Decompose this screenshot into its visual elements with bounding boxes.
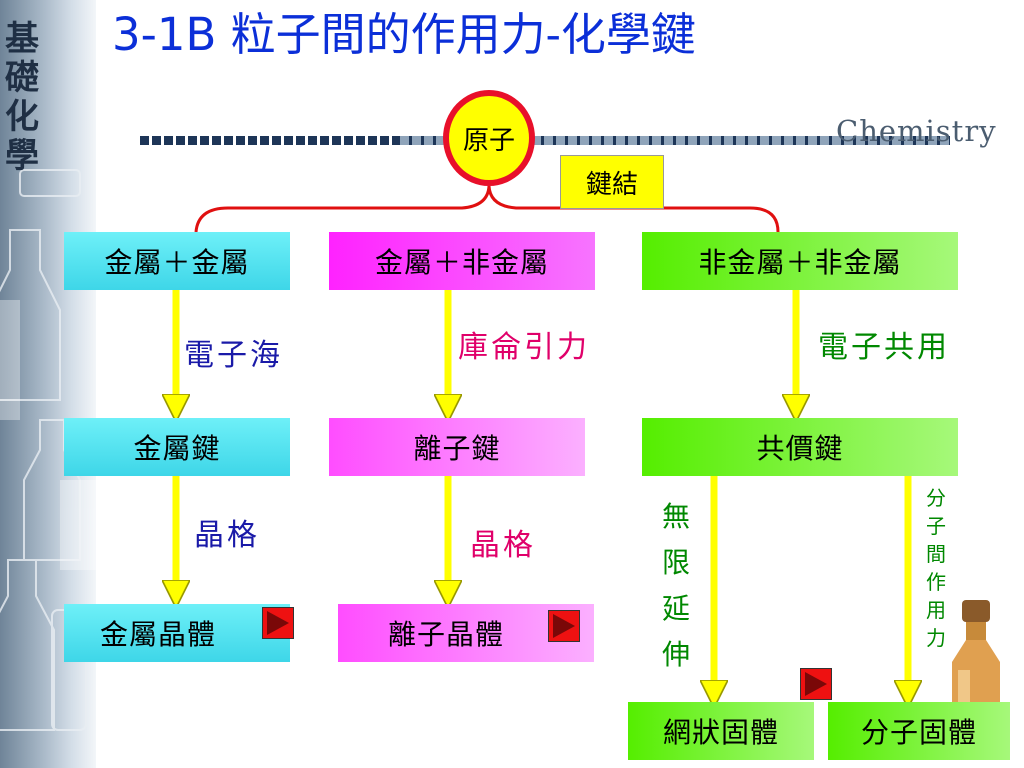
vertical-title-char: 化	[5, 97, 39, 137]
vlabel-char: 用	[926, 598, 946, 622]
atom-node: 原子	[443, 90, 535, 186]
vlabel-char: 伸	[661, 638, 690, 671]
bond-covalent: 共價鍵	[642, 418, 958, 476]
vlabel-char: 延	[661, 592, 690, 625]
pair-nonmetal-nonmetal: 非金屬＋非金屬	[642, 232, 958, 290]
solid-molecular: 分子固體	[828, 702, 1010, 760]
mechanism-electron-sea: 電子海	[184, 338, 283, 373]
page-title-main: 粒子間的作用力-化學鍵	[216, 8, 696, 61]
vlabel-char: 作	[926, 570, 946, 594]
play-button-ionic[interactable]	[548, 610, 580, 642]
header-dash-band-light	[400, 136, 950, 145]
vlabel-char: 無	[661, 500, 690, 533]
infinite-extension-label: 無 限 延 伸	[660, 494, 692, 678]
play-icon	[553, 614, 575, 638]
intermolecular-force-label: 分 子 間 作 用 力	[924, 484, 948, 652]
vertical-title: 基 礎 化 學	[2, 20, 42, 176]
vlabel-char: 子	[926, 514, 946, 538]
play-button-metal[interactable]	[262, 607, 294, 639]
vlabel-char: 力	[926, 626, 946, 650]
play-icon	[805, 672, 827, 696]
pair-metal-nonmetal: 金屬＋非金屬	[329, 232, 595, 290]
page-title-prefix: 3-1B	[112, 8, 217, 61]
vertical-title-char: 礎	[5, 58, 39, 98]
flask-decoration-icon	[0, 169, 96, 731]
play-button-covalent[interactable]	[800, 668, 832, 700]
bond-metallic: 金屬鍵	[64, 418, 290, 476]
solid-network: 網狀固體	[628, 702, 814, 760]
mechanism-electron-sharing: 電子共用	[818, 330, 950, 365]
vertical-title-char: 學	[5, 136, 39, 176]
vlabel-char: 限	[661, 546, 690, 579]
brace-connector	[194, 185, 780, 233]
pair-metal-metal: 金屬＋金屬	[64, 232, 290, 290]
lattice-label-metal: 晶格	[194, 518, 260, 553]
bond-ionic: 離子鍵	[329, 418, 585, 476]
solid-metallic-crystal: 金屬晶體	[64, 604, 290, 662]
mechanism-coulomb-force: 庫侖引力	[458, 330, 590, 365]
vlabel-char: 間	[926, 542, 946, 566]
page-title: 3-1B 粒子間的作用力-化學鍵	[112, 2, 696, 68]
vlabel-char: 分	[926, 486, 946, 510]
chemistry-watermark: Chemistry	[836, 114, 997, 148]
vertical-title-char: 基	[5, 19, 39, 59]
lattice-label-ionic: 晶格	[470, 528, 536, 563]
play-icon	[267, 611, 289, 635]
bonding-label: 鍵結	[560, 155, 664, 209]
